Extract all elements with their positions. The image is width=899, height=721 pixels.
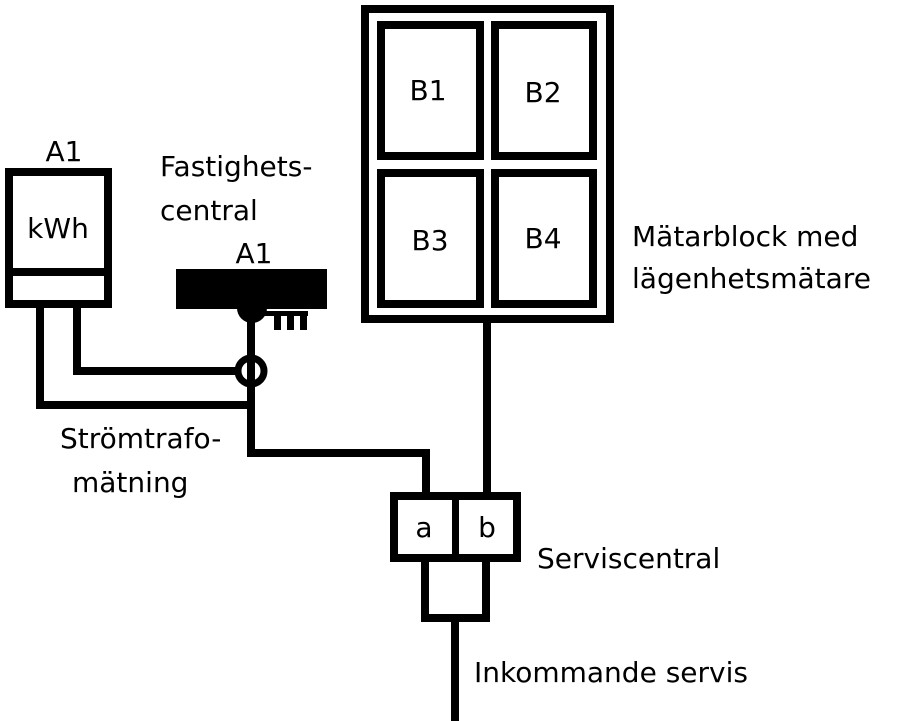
meter-wires — [36, 308, 251, 409]
kwh-meter-title: A1 — [46, 135, 83, 168]
fastighetscentral-label-line1: Fastighets- — [160, 150, 312, 183]
wire-fastighetscentral-to-servis-a — [247, 322, 430, 494]
meter-b2 — [491, 21, 597, 160]
meter-b3-label: B3 — [411, 224, 448, 257]
meter-b3 — [377, 169, 484, 308]
ct-label-line1: Strömtrafo- — [60, 422, 221, 455]
meter-b4 — [491, 169, 597, 308]
meter-b2-label: B2 — [524, 76, 561, 109]
fastighetscentral-bar — [176, 269, 327, 309]
kwh-meter-unit: kWh — [27, 212, 89, 245]
fuse-switch-icon — [237, 308, 308, 330]
meter-block-frame — [361, 5, 614, 323]
kwh-meter-body — [5, 168, 112, 308]
fastighetscentral-id: A1 — [236, 237, 273, 270]
service-central: a b Serviscentral — [390, 492, 720, 622]
meter-block-label-line2: lägenhetsmätare — [632, 262, 871, 295]
service-central-lower-box — [421, 558, 490, 622]
fastighetscentral-label-line2: central — [160, 194, 258, 227]
kwh-meter-a1: A1 kWh — [5, 135, 112, 308]
meter-b1 — [377, 21, 484, 160]
ct-label-line2: mätning — [72, 466, 188, 499]
wire-meter-to-ct-inner — [73, 308, 240, 375]
incoming-service: Inkommande servis — [451, 618, 748, 721]
kwh-meter-divider — [5, 268, 112, 276]
service-section-b: b — [478, 511, 496, 544]
current-transformer: Strömtrafo- mätning — [60, 322, 430, 499]
service-section-a: a — [415, 511, 432, 544]
fastighetscentral: Fastighets- central A1 — [160, 150, 327, 330]
service-central-label: Serviscentral — [537, 542, 720, 575]
service-central-divider — [452, 492, 459, 562]
incoming-service-label: Inkommande servis — [474, 656, 748, 689]
meter-block: B1 B2 B3 B4 Mätarblock med lägenhetsmäta… — [361, 5, 871, 494]
meter-block-label-line1: Mätarblock med — [632, 220, 858, 253]
meter-b1-label: B1 — [409, 74, 446, 107]
wire-meter-to-ct-outer — [36, 308, 251, 409]
meter-b4-label: B4 — [524, 222, 561, 255]
